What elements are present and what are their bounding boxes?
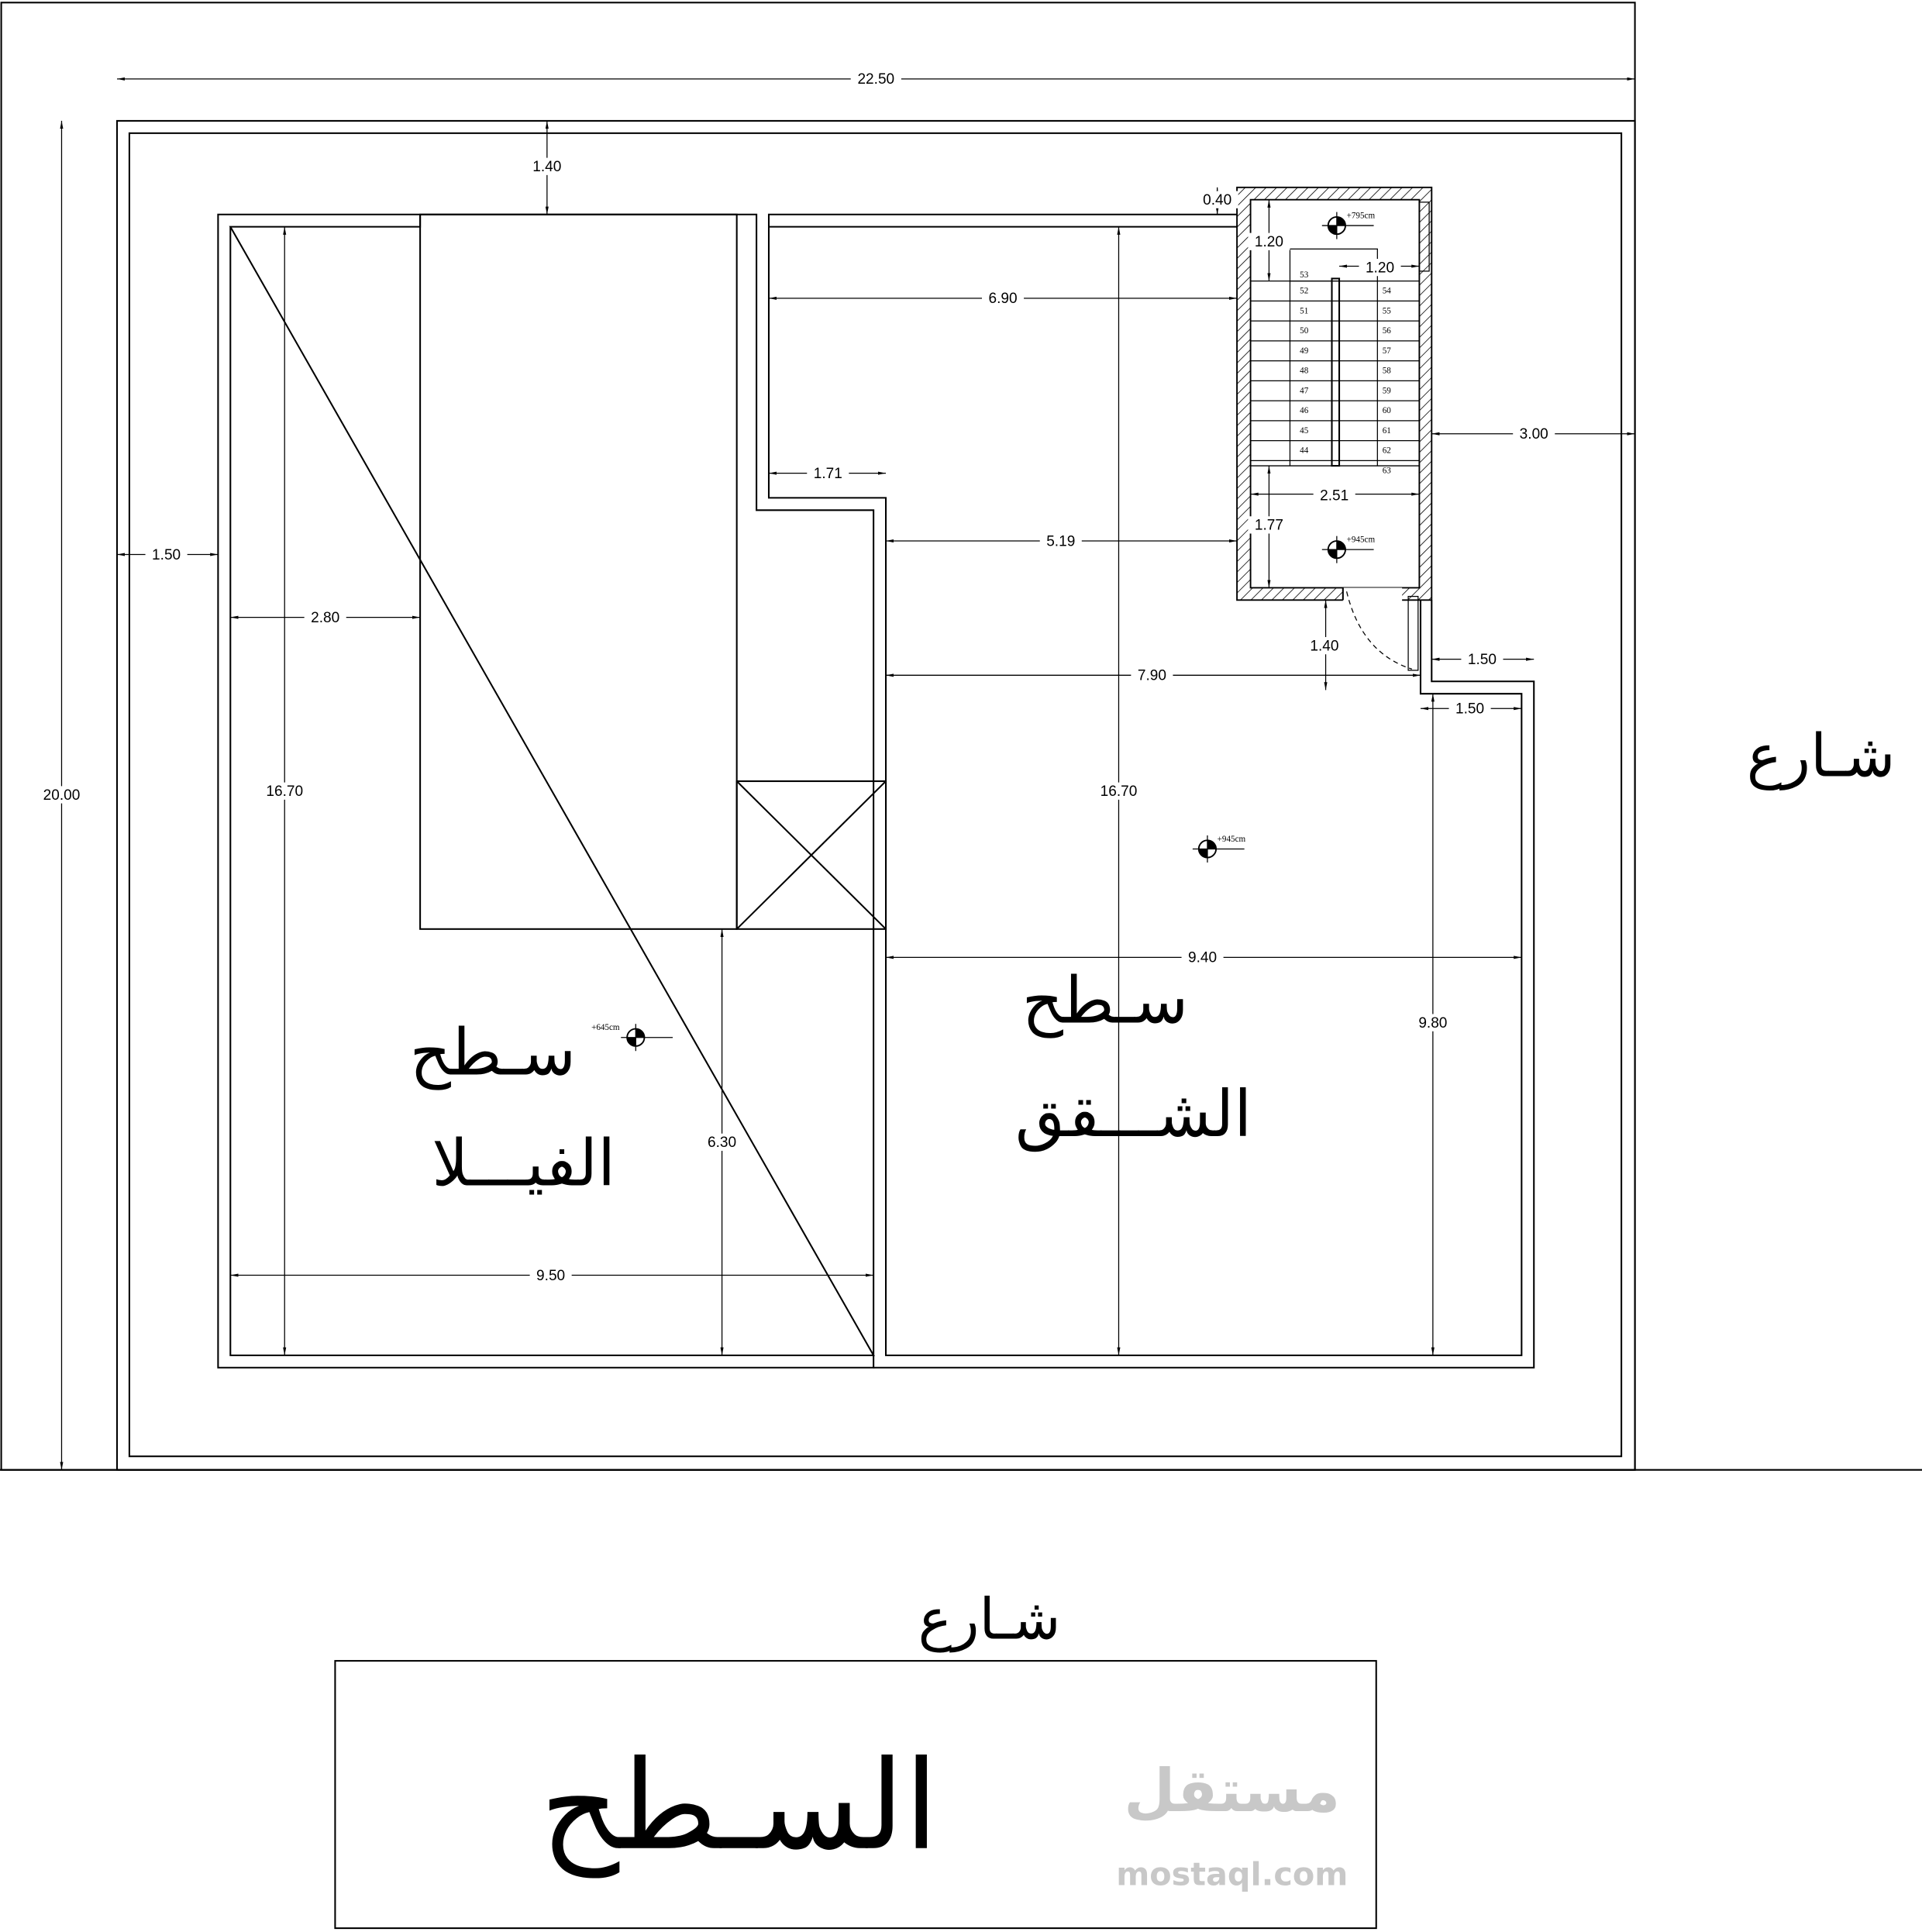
dimension-label: 3.00 <box>1520 426 1548 443</box>
dimension-label: 16.70 <box>1100 783 1138 800</box>
void-shaft <box>735 780 887 930</box>
dimension-label: 16.70 <box>266 783 303 800</box>
level-label: +795cm <box>1347 212 1376 221</box>
step-number: 58 <box>1383 367 1392 376</box>
dimension-label: 6.90 <box>988 291 1017 307</box>
level-markers: +795cm +945cm +945cm +645cm <box>591 212 1375 1052</box>
dimension-offset-a: 1.50 <box>1431 650 1534 668</box>
dimension-label: 1.50 <box>1455 701 1484 718</box>
dimension-label: 9.40 <box>1188 950 1217 966</box>
dimension-villa-strip-width: 2.80 <box>230 608 421 626</box>
dimension-label: 1.50 <box>1468 652 1497 668</box>
dimension-villa-lower-depth: 6.30 <box>701 928 743 1355</box>
sheet-title: السـطح <box>540 1734 939 1879</box>
dimension-label: 7.90 <box>1138 668 1166 684</box>
watermark-url: mostaql.com <box>1116 1855 1348 1892</box>
dimension-label: 1.20 <box>1366 260 1394 276</box>
dimension-villa-depth-left: 16.70 <box>259 226 310 1355</box>
villa-roof-label-2: الفيـــلا <box>432 1126 615 1200</box>
dimension-notch-width: 1.71 <box>768 464 887 482</box>
dimension-label: 2.80 <box>311 610 339 626</box>
dimension-label: 20.00 <box>43 787 81 804</box>
dimension-apt-lower-width: 7.90 <box>886 666 1421 684</box>
level-label: +645cm <box>591 1023 620 1032</box>
dimension-label: 5.19 <box>1046 533 1075 549</box>
step-number: 63 <box>1383 466 1392 475</box>
dimension-apt-bottom-width: 9.40 <box>886 949 1522 966</box>
apartments-roof-label-2: الشـــقق <box>1015 1077 1252 1152</box>
dimension-offset-b: 1.50 <box>1420 700 1522 718</box>
dimension-label: 1.40 <box>1310 639 1338 655</box>
street-label-bottom: شـارع <box>918 1586 1061 1652</box>
dimension-apt-right-depth: 9.80 <box>1411 694 1454 1355</box>
step-number: 51 <box>1300 306 1308 315</box>
dimension-label: 1.77 <box>1255 518 1283 534</box>
title-box <box>334 1660 1377 1930</box>
villa-roof-outline <box>217 213 887 1369</box>
step-number: 45 <box>1300 426 1309 436</box>
dimension-label: 0.40 <box>1203 192 1231 208</box>
dimension-label: 1.50 <box>152 547 181 563</box>
dimension-label: 1.40 <box>532 159 561 175</box>
dimension-stair-flight-width: 1.20 <box>1339 258 1420 276</box>
level-marker-icon: +645cm <box>591 1023 673 1052</box>
step-number: 60 <box>1383 406 1392 415</box>
dimension-entry-depth: 1.40 <box>1303 600 1345 690</box>
step-number: 47 <box>1300 386 1309 395</box>
dimension-apt-depth: 16.70 <box>1093 226 1145 1355</box>
step-number: 54 <box>1383 287 1392 296</box>
watermark-logo: مستقل <box>1124 1756 1340 1825</box>
dimension-right-setback: 3.00 <box>1431 425 1635 443</box>
step-number: 52 <box>1300 287 1308 296</box>
dimension-stair-wall: 0.40 <box>1196 187 1238 215</box>
dimension-label: 9.80 <box>1418 1015 1447 1031</box>
villa-roof-label: سـطح <box>410 1015 577 1090</box>
step-number: 57 <box>1383 346 1392 356</box>
apartments-roof-outline <box>767 213 1535 1369</box>
dimension-apt-mid-width: 5.19 <box>886 532 1238 549</box>
dimension-lines: 22.50 20.00 1.40 1.50 2.80 16.70 9.50 6.30 6.90 1… <box>36 70 1635 1470</box>
step-number: 55 <box>1383 306 1392 315</box>
step-number: 50 <box>1300 326 1309 336</box>
dimension-total-width: 22.50 <box>117 70 1635 88</box>
dimension-apt-top-width: 6.90 <box>768 289 1238 307</box>
dimension-front-setback-top: 1.40 <box>525 120 568 215</box>
step-number: 44 <box>1300 446 1309 456</box>
dimension-stair-landing-top: 1.20 <box>1248 199 1290 281</box>
staircase: 53 52 51 50 49 48 47 46 45 44 54 55 56 57 58 59 60 61 62 63 <box>1236 186 1433 671</box>
dimension-label: 1.20 <box>1255 234 1283 250</box>
level-marker-icon: +945cm <box>1321 536 1376 563</box>
step-number: 62 <box>1383 446 1391 456</box>
dimension-label: 1.71 <box>814 466 842 482</box>
level-label: +945cm <box>1218 835 1246 844</box>
level-marker-icon: +795cm <box>1321 212 1376 239</box>
dimension-villa-width: 9.50 <box>230 1266 874 1284</box>
step-number: 59 <box>1383 386 1392 395</box>
step-number: 49 <box>1300 346 1309 356</box>
step-number: 48 <box>1300 367 1309 376</box>
dimension-label: 2.51 <box>1320 488 1348 505</box>
level-label: +945cm <box>1347 536 1376 545</box>
dimension-label: 22.50 <box>857 71 894 88</box>
apartments-roof-label: سـطح <box>1022 964 1189 1038</box>
level-marker-icon: +945cm <box>1192 835 1246 863</box>
dimension-stair-width: 2.51 <box>1250 487 1420 505</box>
dimension-side-setback-left: 1.50 <box>117 546 219 563</box>
step-number: 46 <box>1300 406 1309 415</box>
dimension-stair-landing-bottom: 1.77 <box>1248 466 1290 588</box>
dimension-total-depth: 20.00 <box>36 120 88 1470</box>
street-label-right: شـارع <box>1747 721 1896 791</box>
step-number: 61 <box>1383 426 1391 436</box>
step-number: 53 <box>1300 270 1309 280</box>
dimension-label: 9.50 <box>536 1268 565 1284</box>
plot-boundary <box>0 2 1922 1471</box>
step-number: 56 <box>1383 326 1392 336</box>
dimension-label: 6.30 <box>708 1135 736 1151</box>
